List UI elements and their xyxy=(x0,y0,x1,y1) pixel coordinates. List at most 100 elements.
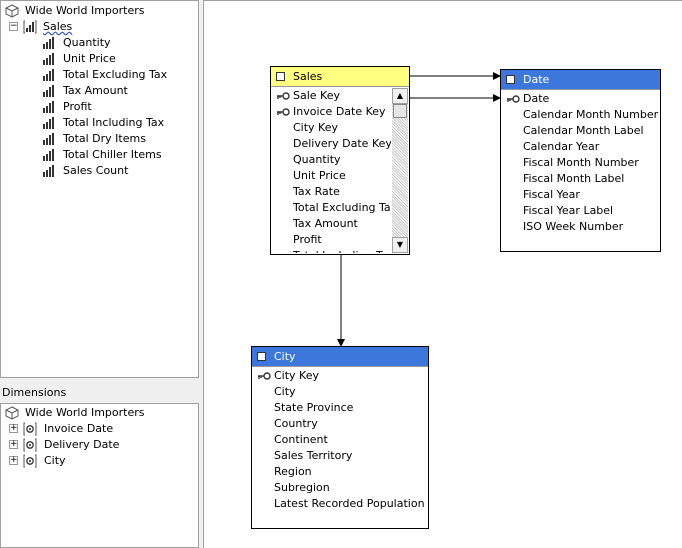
city-column[interactable]: Subregion xyxy=(252,480,428,496)
measure-item[interactable]: Tax Amount xyxy=(43,83,193,99)
column-name: Region xyxy=(274,465,312,478)
key-icon xyxy=(507,95,520,103)
date-column[interactable]: Fiscal Month Label xyxy=(501,171,660,187)
date-column[interactable]: Calendar Month Label xyxy=(501,123,660,139)
city-table-name: City xyxy=(274,350,296,363)
measure-item[interactable]: Quantity xyxy=(43,35,193,51)
measure-icon xyxy=(43,53,54,65)
dimension-label: Invoice Date xyxy=(44,422,114,435)
collapse-icon[interactable]: − xyxy=(9,21,18,31)
sales-column[interactable]: Unit Price xyxy=(271,168,391,184)
column-name: Subregion xyxy=(274,481,330,494)
date-table-name: Date xyxy=(523,73,550,86)
measure-label: Tax Amount xyxy=(63,84,128,97)
measure-label: Quantity xyxy=(63,36,111,49)
city-column[interactable]: Continent xyxy=(252,432,428,448)
column-name: City Key xyxy=(293,121,338,134)
column-name: Calendar Month Number xyxy=(523,108,659,121)
sales-scrollbar[interactable]: ▲ ▼ xyxy=(392,88,408,253)
measure-label: Profit xyxy=(63,100,92,113)
scroll-up-icon[interactable]: ▲ xyxy=(392,88,408,104)
city-column[interactable]: Region xyxy=(252,464,428,480)
dimensions-cube-name: Wide World Importers xyxy=(25,406,145,419)
dimension-icon xyxy=(23,454,37,468)
column-name: Total Including Tax xyxy=(293,248,391,253)
table-icon xyxy=(506,75,515,84)
measure-item[interactable]: Total Dry Items xyxy=(43,131,193,147)
date-column[interactable]: Calendar Month Number xyxy=(501,107,660,123)
key-icon xyxy=(277,108,290,116)
dimension-item[interactable]: +City xyxy=(7,453,192,469)
measure-label: Total Including Tax xyxy=(63,116,165,129)
measure-icon xyxy=(43,37,54,49)
measure-item[interactable]: Sales Count xyxy=(43,163,193,179)
sales-column[interactable]: Invoice Date Key xyxy=(271,104,391,120)
sales-column[interactable]: Profit xyxy=(271,232,391,248)
measure-item[interactable]: Total Chiller Items xyxy=(43,147,193,163)
measure-label: Total Dry Items xyxy=(63,132,146,145)
column-name: Fiscal Month Number xyxy=(523,156,639,169)
sales-column[interactable]: Tax Rate xyxy=(271,184,391,200)
cube-name: Wide World Importers xyxy=(25,4,145,17)
date-column[interactable]: Calendar Year xyxy=(501,139,660,155)
sales-column[interactable]: Tax Amount xyxy=(271,216,391,232)
measure-icon xyxy=(43,149,54,161)
scroll-down-icon[interactable]: ▼ xyxy=(392,237,408,253)
sales-column[interactable]: Quantity xyxy=(271,152,391,168)
city-column[interactable]: State Province xyxy=(252,400,428,416)
city-column[interactable]: Sales Territory xyxy=(252,448,428,464)
column-name: City Key xyxy=(274,369,319,382)
measure-group-node[interactable]: − Sales xyxy=(7,19,197,35)
column-name: ISO Week Number xyxy=(523,220,624,233)
column-name: Delivery Date Key xyxy=(293,137,391,150)
sales-column[interactable]: City Key xyxy=(271,120,391,136)
sales-column[interactable]: Total Including Tax xyxy=(271,248,391,253)
date-column[interactable]: ISO Week Number xyxy=(501,219,660,235)
city-column[interactable]: Country xyxy=(252,416,428,432)
measure-icon xyxy=(43,85,54,97)
measure-item[interactable]: Total Excluding Tax xyxy=(43,67,193,83)
expand-icon[interactable]: + xyxy=(9,439,18,449)
measure-item[interactable]: Profit xyxy=(43,99,193,115)
measure-icon xyxy=(43,165,54,177)
key-icon xyxy=(277,92,290,100)
measure-item[interactable]: Unit Price xyxy=(43,51,193,67)
date-column[interactable]: Fiscal Year Label xyxy=(501,203,660,219)
sales-table-header[interactable]: Sales xyxy=(271,67,409,87)
date-column[interactable]: Date xyxy=(501,91,660,107)
city-column[interactable]: City xyxy=(252,384,428,400)
scroll-thumb[interactable] xyxy=(393,104,407,118)
cube-icon xyxy=(5,406,19,420)
dimension-item[interactable]: + Invoice Date xyxy=(7,421,192,437)
dimensions-cube-node[interactable]: Wide World Importers xyxy=(5,405,195,421)
column-name: Profit xyxy=(293,233,322,246)
table-icon xyxy=(276,72,285,81)
scroll-track[interactable] xyxy=(392,104,408,237)
measure-label: Total Excluding Tax xyxy=(63,68,168,81)
column-name: Sales Territory xyxy=(274,449,353,462)
date-column[interactable]: Fiscal Year xyxy=(501,187,660,203)
expand-icon[interactable]: + xyxy=(9,455,18,465)
column-name: Calendar Month Label xyxy=(523,124,644,137)
column-name: Latest Recorded Population xyxy=(274,497,425,510)
sales-column[interactable]: Delivery Date Key xyxy=(271,136,391,152)
date-table-header[interactable]: Date xyxy=(501,70,660,90)
city-table-header[interactable]: City xyxy=(252,347,428,367)
sales-column[interactable]: Sale Key xyxy=(271,88,391,104)
cube-node[interactable]: Wide World Importers xyxy=(5,3,195,19)
dimension-label: Delivery Date xyxy=(44,438,120,451)
city-column[interactable]: City Key xyxy=(252,368,428,384)
measure-item[interactable]: Total Including Tax xyxy=(43,115,193,131)
expand-icon[interactable]: + xyxy=(9,423,18,433)
panel-splitter[interactable] xyxy=(199,0,203,548)
dimension-item[interactable]: + Delivery Date xyxy=(7,437,192,453)
date-column[interactable]: Fiscal Month Number xyxy=(501,155,660,171)
sales-column[interactable]: Total Excluding Tax xyxy=(271,200,391,216)
column-name: Total Excluding Tax xyxy=(293,201,391,214)
city-column[interactable]: Latest Recorded Population xyxy=(252,496,428,512)
